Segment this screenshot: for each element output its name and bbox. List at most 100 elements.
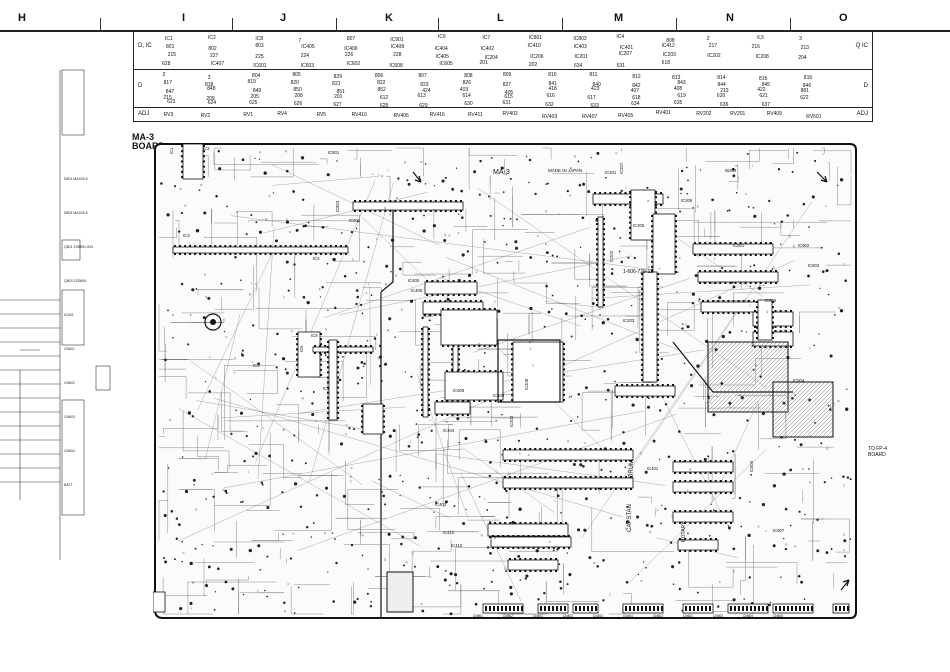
grid-col-o: O <box>839 12 848 24</box>
part-designator: D <box>223 488 225 492</box>
ic-outline <box>434 401 471 415</box>
part-designator: R <box>569 193 571 197</box>
table-cell: 812 <box>632 73 641 80</box>
table-cell: 622 <box>800 95 809 102</box>
part-designator: R <box>838 399 840 403</box>
table-cell: IC403 <box>573 44 587 51</box>
table-cell: 216 <box>751 44 760 51</box>
ic-designator: IC401 <box>647 466 659 471</box>
part-designator: C <box>458 231 460 235</box>
ic-designator: IC606 <box>765 298 777 303</box>
part-designator: C <box>283 296 285 300</box>
ic-designator: IC8 <box>311 333 318 338</box>
ic-outline <box>652 213 676 275</box>
table-cell: IC608 <box>389 62 403 69</box>
table-cell: 636 <box>720 101 729 108</box>
ic-designator: IC605 <box>749 460 754 472</box>
table-cell: IC602 <box>346 61 361 68</box>
part-designator: L <box>212 472 214 476</box>
table-cell: 625 <box>249 100 258 107</box>
part-designator: L <box>248 470 250 474</box>
part-designator: Q <box>346 423 348 427</box>
schematic-label: D801 MA225-6 <box>64 177 88 181</box>
table-cell: IC202 <box>707 52 721 59</box>
part-designator: R <box>784 329 786 333</box>
ic-outline <box>672 461 734 473</box>
part-designator: Q <box>268 194 270 198</box>
grid-column-bar: H I J K L M N O <box>0 12 950 34</box>
part-designator: R <box>786 543 788 547</box>
part-designator: C <box>537 234 539 238</box>
table-cell: 632 <box>545 102 554 109</box>
ic-outline <box>677 539 719 551</box>
rotary-label: ROTARY <box>681 521 687 542</box>
part-designator: R <box>196 507 198 511</box>
part-designator: D <box>236 210 238 214</box>
part-designator: D <box>549 540 551 544</box>
grid-sep <box>100 18 101 32</box>
part-designator: L <box>687 488 689 492</box>
part-designator: R <box>545 209 547 213</box>
part-designator: R <box>180 187 182 191</box>
part-designator: C <box>686 323 688 327</box>
table-cell: 418 <box>548 86 557 93</box>
table-cell: 811 <box>589 72 598 79</box>
connector-designator: CN401 <box>533 614 543 618</box>
ic-outline <box>757 299 773 341</box>
part-designator: R <box>302 396 304 400</box>
table-cell: 628 <box>162 60 171 67</box>
ic-designator: IC603 <box>808 263 820 268</box>
table-cell: 851 <box>336 88 345 95</box>
grid-col-n: N <box>726 12 734 24</box>
part-designator: Q <box>448 234 450 238</box>
grid-col-h: H <box>18 12 26 24</box>
drum-label: DRUM <box>629 460 635 478</box>
part-designator: R <box>567 439 569 443</box>
schematic-label: CN604 <box>64 449 75 453</box>
part-designator: D <box>833 403 835 407</box>
table-cell: IC4 <box>616 34 625 41</box>
part-designator: D <box>839 306 841 310</box>
part-designator: Q <box>478 342 480 346</box>
part-designator: L <box>190 242 192 246</box>
board-title: MA-3 BOARD <box>132 133 165 151</box>
ic-outline <box>502 477 634 489</box>
table-cell: 423 <box>591 86 600 93</box>
ic-designator: IC601 <box>733 243 745 248</box>
part-designator: C <box>679 256 681 260</box>
ic-designator: IC204 <box>725 168 737 173</box>
part-designator: R <box>641 579 643 583</box>
part-designator: L <box>714 257 716 261</box>
part-designator: L <box>766 529 768 533</box>
ic-outline <box>592 193 664 205</box>
part-designator: Q <box>406 560 408 564</box>
table-cell: 842 <box>632 82 641 89</box>
part-designator: D <box>773 266 775 270</box>
ic-designator: IC901 <box>349 218 361 223</box>
part-designator: C <box>528 453 530 457</box>
part-designator: D <box>401 307 403 311</box>
ic-designator: IC408 <box>524 378 529 390</box>
part-designator: C <box>286 217 288 221</box>
table-cell: 634 <box>631 100 640 107</box>
table-cell: 801 <box>166 43 175 50</box>
row-code-ic: D, IC <box>138 43 152 49</box>
table-cell: 3 <box>799 36 802 43</box>
table-cell: RV202 <box>696 111 712 118</box>
part-designator: Q <box>378 356 380 360</box>
table-cell: 201 <box>334 94 343 101</box>
table-cell: 215 <box>167 52 177 59</box>
part-designator: Q <box>285 149 287 153</box>
part-designator: D <box>204 273 206 277</box>
part-designator: L <box>826 204 828 208</box>
part-designator: L <box>625 526 627 530</box>
table-cell: 407 <box>630 87 640 94</box>
part-designator: C <box>809 434 811 438</box>
part-designator: C <box>592 324 594 328</box>
part-designator: D <box>289 230 291 234</box>
part-designator: C <box>843 548 845 552</box>
part-designator: D <box>421 160 423 164</box>
grid-sep <box>562 18 563 32</box>
